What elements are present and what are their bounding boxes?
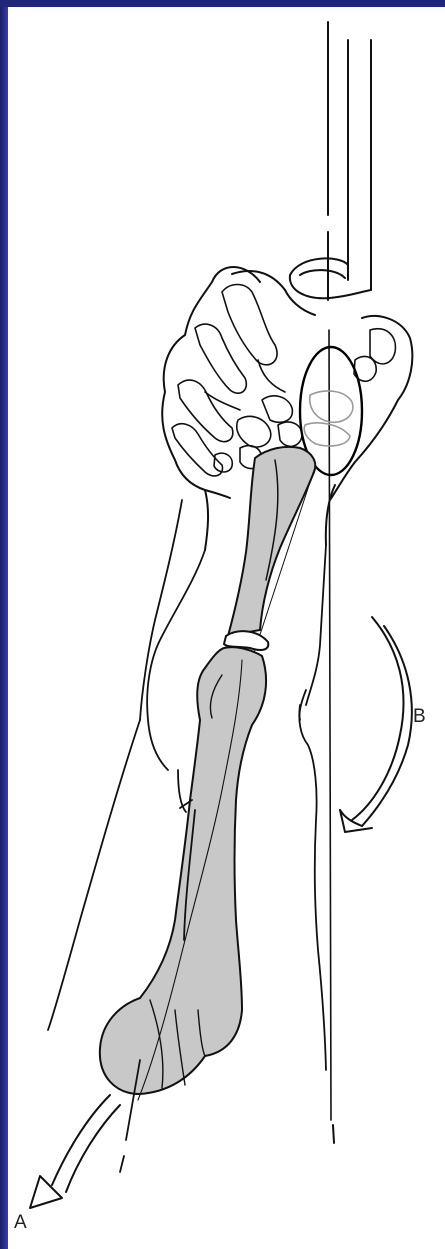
rotation-arrow-b xyxy=(340,617,412,832)
rotation-arrow-a xyxy=(30,1095,120,1208)
forearm-bone xyxy=(228,447,315,636)
humerus-bone xyxy=(100,647,266,1094)
label-b: B xyxy=(413,706,426,728)
vertical-reference-line xyxy=(328,22,334,1143)
pole xyxy=(290,40,371,298)
label-a: A xyxy=(14,1212,27,1234)
